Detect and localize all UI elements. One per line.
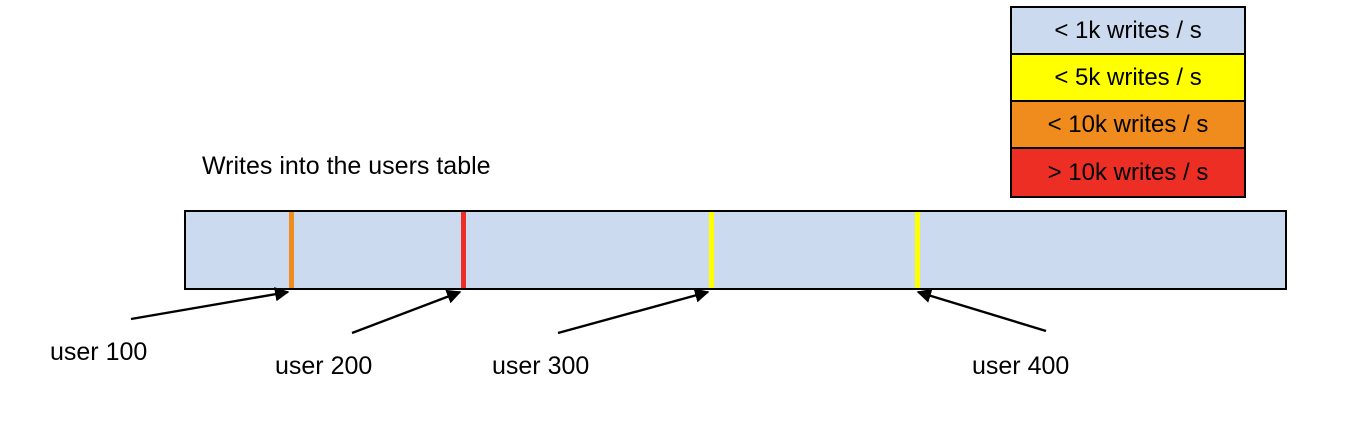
users-table-bar — [184, 210, 1287, 290]
label-user-400: user 400 — [972, 352, 1070, 380]
arrow-user-200 — [351, 289, 462, 335]
legend-row-over-10k: > 10k writes / s — [1012, 149, 1244, 196]
legend-row-under-1k: < 1k writes / s — [1012, 8, 1244, 55]
label-user-300: user 300 — [492, 352, 590, 380]
arrow-user-100 — [130, 287, 290, 321]
legend-label-under-5k: < 5k writes / s — [1054, 63, 1202, 91]
label-user-100: user 100 — [50, 338, 148, 366]
legend-label-under-10k: < 10k writes / s — [1047, 110, 1209, 138]
stripe-user-400 — [915, 212, 920, 288]
stripe-user-100 — [289, 212, 294, 288]
legend-label-over-10k: > 10k writes / s — [1047, 158, 1209, 186]
legend-row-under-10k: < 10k writes / s — [1012, 102, 1244, 149]
label-user-200: user 200 — [275, 352, 373, 380]
arrow-user-300 — [557, 288, 710, 335]
chart-title: Writes into the users table — [202, 152, 491, 180]
stripe-user-300 — [709, 212, 714, 288]
legend-label-under-1k: < 1k writes / s — [1054, 16, 1202, 44]
legend-row-under-5k: < 5k writes / s — [1012, 55, 1244, 102]
legend: < 1k writes / s < 5k writes / s < 10k wr… — [1010, 6, 1246, 198]
stripe-user-200 — [461, 212, 466, 288]
bar-fill — [186, 212, 1285, 288]
arrow-user-400 — [916, 288, 1047, 333]
